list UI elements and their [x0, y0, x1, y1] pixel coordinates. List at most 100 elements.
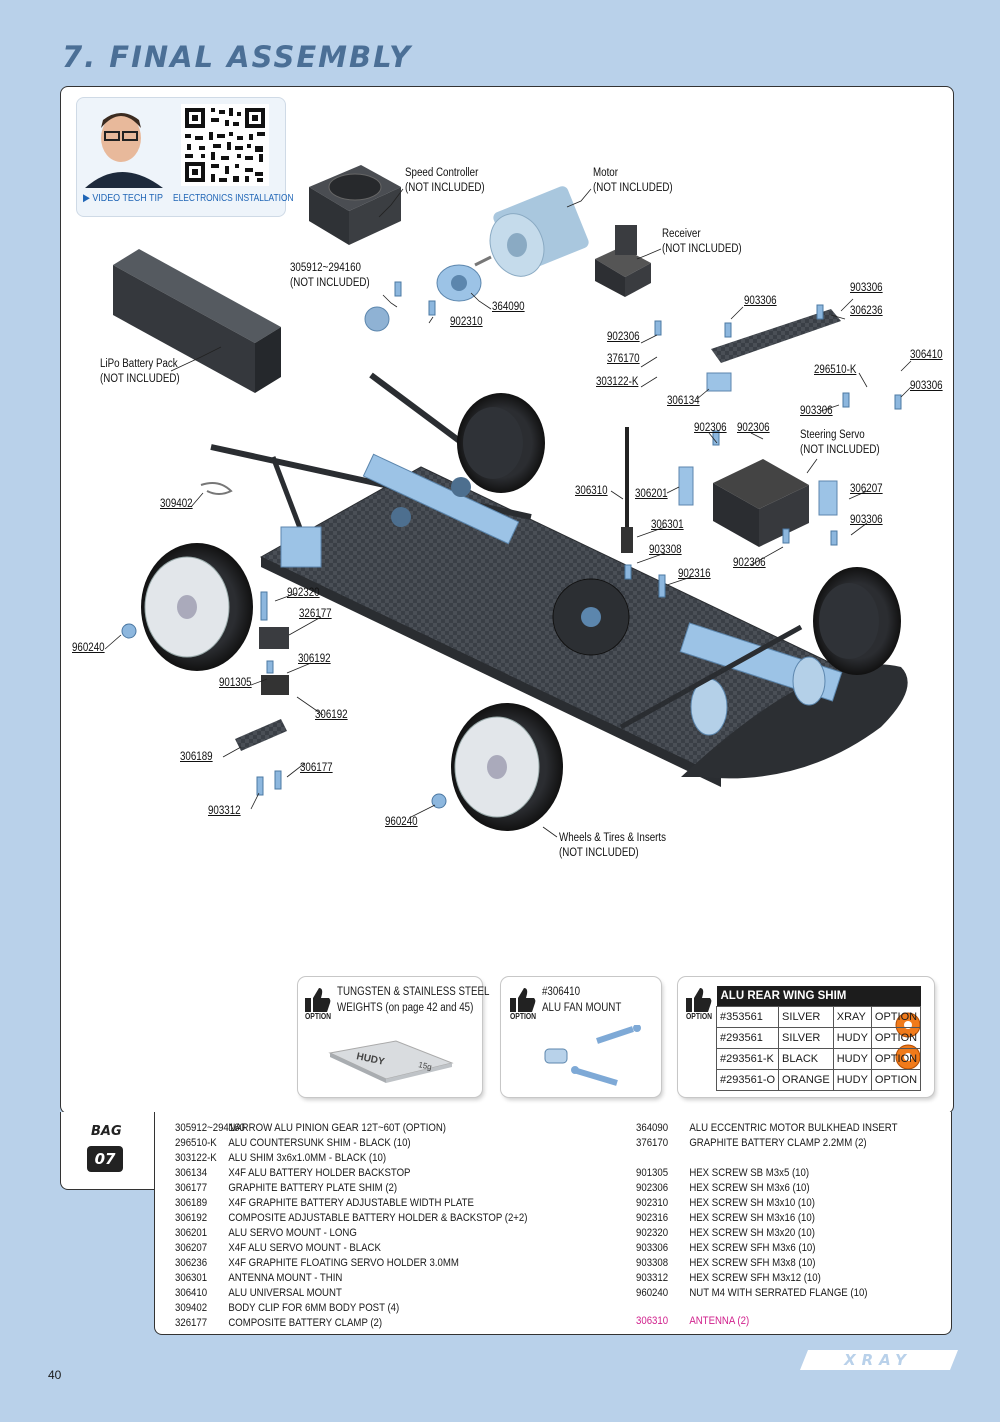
- label-960240-a: 960240: [72, 642, 105, 654]
- part-number: 306236: [175, 1257, 208, 1269]
- label-303122: 303122-K: [596, 376, 639, 388]
- part-description: COMPOSITE BATTERY CLAMP (2): [228, 1317, 383, 1329]
- part-description: NUT M4 WITH SERRATED FLANGE (10): [689, 1287, 868, 1299]
- option-tag: OPTION: [305, 1012, 332, 1021]
- part-description: ALU UNIVERSAL MOUNT: [228, 1287, 342, 1299]
- part-description: HEX SCREW SH M3x16 (10): [689, 1212, 815, 1224]
- parts-list-row: 306236 X4F GRAPHITE FLOATING SERVO HOLDER…: [175, 1256, 459, 1271]
- part-number: 303122-K: [175, 1152, 217, 1164]
- label-306301: 306301: [651, 519, 684, 531]
- label-901305: 901305: [219, 677, 252, 689]
- label-pinion: 305912~294160(NOT INCLUDED): [290, 262, 370, 289]
- part-description: HEX SCREW SFH M3x6 (10): [689, 1242, 816, 1254]
- part-description: HEX SCREW SH M3x20 (10): [689, 1227, 815, 1239]
- part-description: ALU COUNTERSUNK SHIM - BLACK (10): [228, 1137, 411, 1149]
- label-306189: 306189: [180, 751, 213, 763]
- speed-controller: [309, 165, 401, 245]
- label-battery: LiPo Battery Pack(NOT INCLUDED): [100, 358, 180, 385]
- servo-mount-306207: [818, 480, 838, 516]
- label-903306-e: 903306: [850, 514, 883, 526]
- video-tip-label[interactable]: ▶ VIDEO TECH TIP: [83, 192, 163, 204]
- label-296510: 296510-K: [814, 364, 857, 376]
- weight-plate-mass: 15g: [418, 1060, 433, 1072]
- part-description: ALU SHIM 3x6x1.0MM - BLACK (10): [228, 1152, 387, 1164]
- parts-list-row: 326177 COMPOSITE BATTERY CLAMP (2): [175, 1316, 382, 1331]
- label-306177: 306177: [300, 762, 333, 774]
- video-tech-tip[interactable]: ▶ VIDEO TECH TIP ELECTRONICS INSTALLATIO…: [76, 97, 294, 217]
- part-number: 309402: [175, 1302, 208, 1314]
- label-306201: 306201: [635, 488, 668, 500]
- page-number: 40: [48, 1368, 62, 1382]
- part-description: HEX SCREW SH M3x6 (10): [689, 1182, 810, 1194]
- label-steering-servo: Steering Servo(NOT INCLUDED): [800, 429, 880, 456]
- bag-label: BAG: [91, 1124, 122, 1139]
- qr-code-icon[interactable]: [181, 104, 269, 186]
- part-description: COMPOSITE ADJUSTABLE BATTERY HOLDER & BA…: [228, 1212, 528, 1224]
- servo-holder-306236: [711, 309, 841, 363]
- leader-lines: [104, 188, 912, 838]
- part-number: 326177: [175, 1317, 208, 1329]
- wheel-rear-right: [457, 393, 545, 493]
- part-number: 296510-K: [175, 1137, 217, 1149]
- xray-logo: XRAY: [800, 1350, 958, 1370]
- parts-list-row: 306410 ALU UNIVERSAL MOUNT: [175, 1286, 342, 1301]
- option-tag: OPTION: [686, 1012, 713, 1021]
- parts-list-row: 305912~294160NARROW ALU PINION GEAR 12T~…: [175, 1121, 446, 1136]
- part-description: ANTENNA MOUNT - THIN: [228, 1272, 343, 1284]
- screws: [121, 281, 902, 809]
- part-number: 306134: [175, 1167, 208, 1179]
- exploded-diagram: [104, 165, 912, 838]
- label-speed-controller: Speed Controller(NOT INCLUDED): [405, 167, 485, 194]
- label-receiver: Receiver(NOT INCLUDED): [662, 228, 742, 255]
- part-description: X4F GRAPHITE FLOATING SERVO HOLDER 3.0MM: [228, 1257, 459, 1269]
- label-902316: 902316: [678, 568, 711, 580]
- servo-mount-306201: [678, 466, 694, 506]
- part-number: 902306: [636, 1182, 669, 1194]
- label-902310: 902310: [450, 316, 483, 328]
- label-306192-b: 306192: [315, 709, 348, 721]
- receiver: [595, 225, 651, 297]
- label-902320: 902320: [287, 587, 320, 599]
- part-description: HEX SCREW SFH M3x12 (10): [689, 1272, 821, 1284]
- wing-shim-title: ALU REAR WING SHIM: [716, 986, 921, 1007]
- label-306207: 306207: [850, 483, 883, 495]
- part-number: 306192: [175, 1212, 208, 1224]
- part-number: 902320: [636, 1227, 669, 1239]
- thumbs-up-icon: [305, 988, 331, 1012]
- weight-plate-image: HUDY 15g: [328, 1040, 454, 1083]
- bag-number: 07: [87, 1146, 123, 1172]
- parts-list-row: 306177 GRAPHITE BATTERY PLATE SHIM (2): [175, 1181, 397, 1196]
- part-description: GRAPHITE BATTERY PLATE SHIM (2): [228, 1182, 398, 1194]
- label-376170: 376170: [607, 353, 640, 365]
- part-number: 306177: [175, 1182, 208, 1194]
- parts-list-row: 902316 HEX SCREW SH M3x16 (10): [636, 1211, 815, 1226]
- label-306410: 306410: [910, 349, 943, 361]
- lipo-battery-pack: [113, 249, 281, 393]
- label-wheels: Wheels & Tires & Inserts(NOT INCLUDED): [559, 832, 667, 859]
- part-number: 305912~294160: [175, 1122, 245, 1134]
- video-topic[interactable]: ELECTRONICS INSTALLATION: [173, 192, 294, 204]
- part-number: 902316: [636, 1212, 669, 1224]
- page-title: 7. FINAL ASSEMBLY: [62, 40, 413, 74]
- part-description: HEX SCREW SFH M3x8 (10): [689, 1257, 816, 1269]
- part-number: 903306: [636, 1242, 669, 1254]
- antenna-mount-306301: [621, 527, 633, 553]
- part-description: X4F GRAPHITE BATTERY ADJUSTABLE WIDTH PL…: [228, 1197, 474, 1209]
- part-number: 903312: [636, 1272, 669, 1284]
- label-364090: 364090: [492, 301, 525, 313]
- part-description: NARROW ALU PINION GEAR 12T~60T (OPTION): [228, 1122, 447, 1134]
- part-number: 306410: [175, 1287, 208, 1299]
